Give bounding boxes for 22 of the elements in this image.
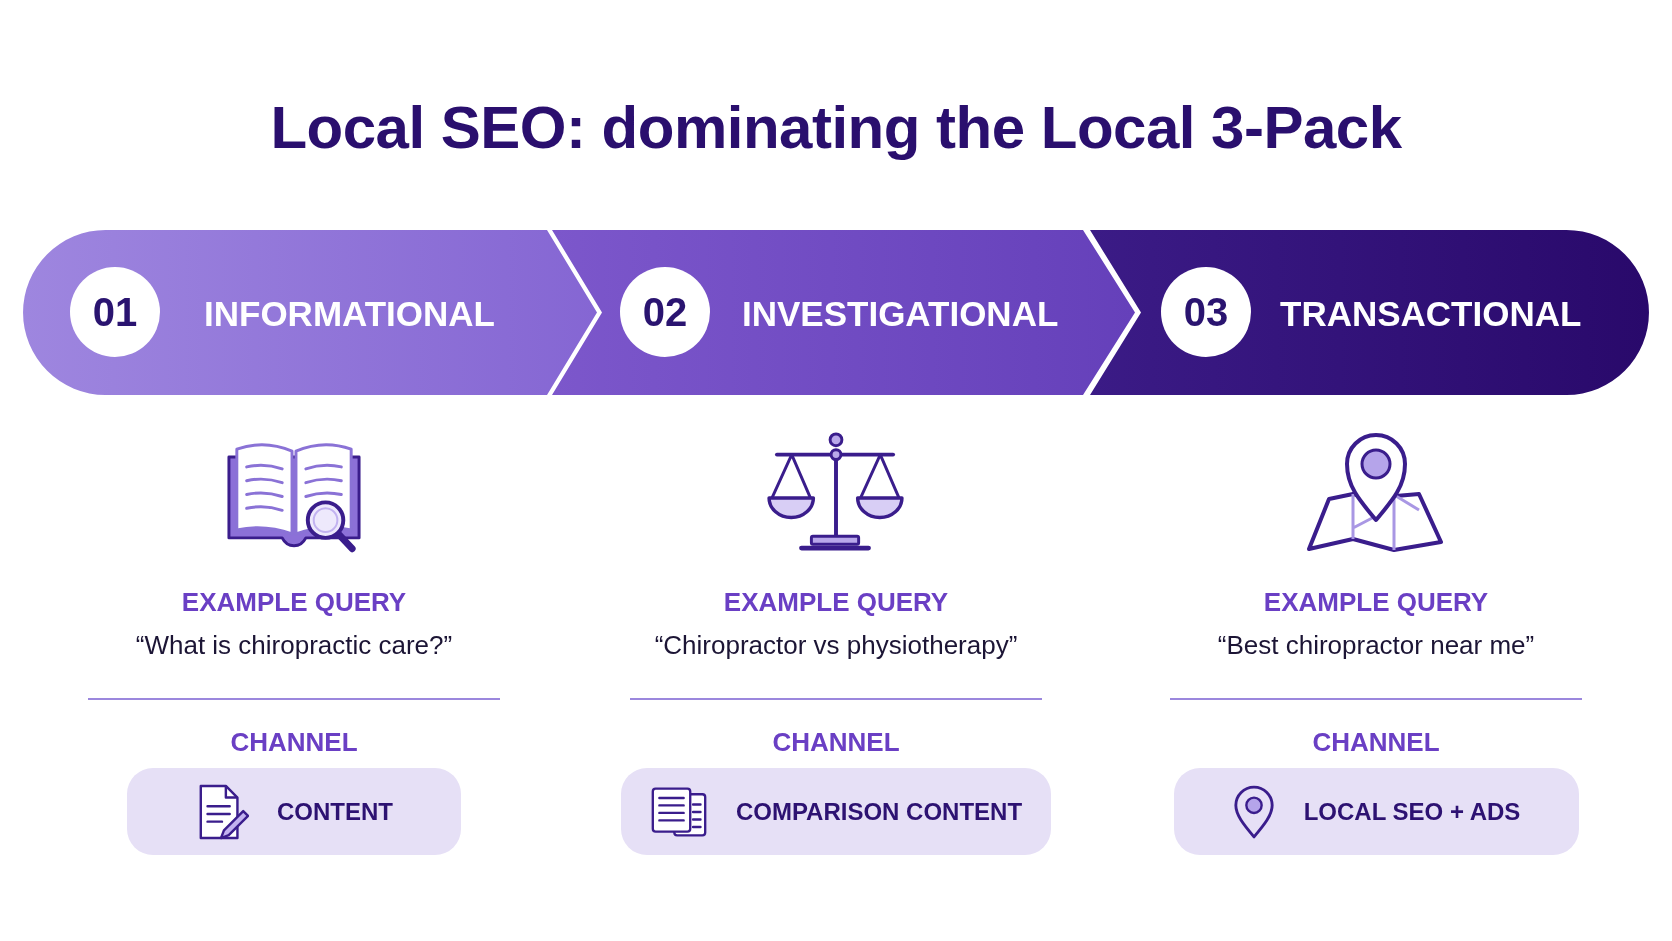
channel-label: COMPARISON CONTENT	[735, 796, 1023, 827]
section-heading: CHANNEL	[230, 726, 358, 758]
query-text: “Best chiropractor near me”	[1217, 629, 1535, 661]
chevron-stage-segment	[1090, 230, 1649, 395]
stage-label: TRANSACTIONAL	[1280, 295, 1582, 330]
channel-pill	[621, 768, 1051, 855]
section-heading: CHANNEL	[1312, 726, 1440, 758]
section-heading: EXAMPLE QUERY	[1263, 586, 1489, 618]
section-heading: EXAMPLE QUERY	[181, 586, 407, 618]
query-text: “What is chiropractic care?”	[135, 629, 453, 661]
section-heading: CHANNEL	[772, 726, 900, 758]
channel-pill	[127, 768, 461, 855]
channel-label: CONTENT	[277, 796, 393, 827]
stage-label: INFORMATIONAL	[204, 295, 495, 330]
channel-label: LOCAL SEO + ADS	[1303, 796, 1521, 827]
chevron-stage-segment	[552, 230, 1135, 395]
diagram-title: Local SEO: dominating the Local 3-Pack	[270, 93, 1402, 163]
query-text: “Chiropractor vs physiotherapy”	[654, 629, 1018, 661]
chevron-stage-segment	[23, 230, 597, 395]
section-heading: EXAMPLE QUERY	[723, 586, 949, 618]
channel-pill	[1173, 768, 1579, 855]
stage-label: INVESTIGATIONAL	[742, 295, 1059, 330]
